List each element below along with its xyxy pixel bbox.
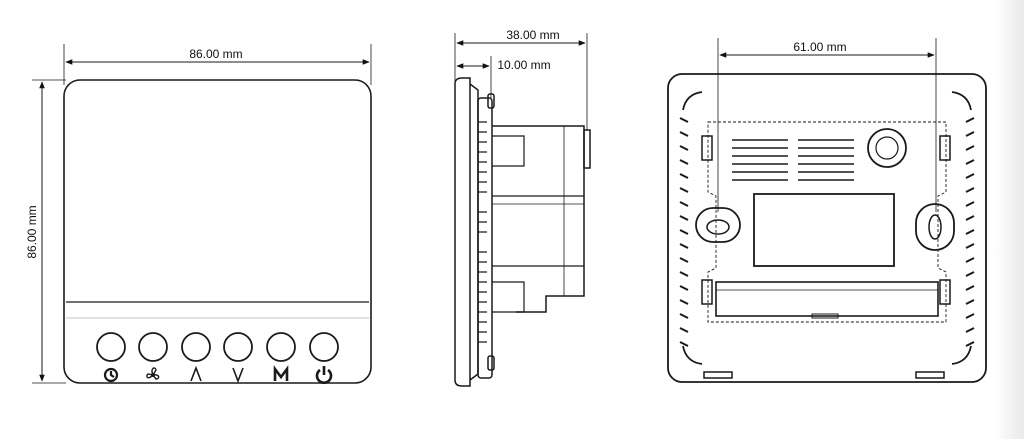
plate-dimension-label: 10.00 mm <box>497 58 550 72</box>
button-fan[interactable] <box>138 332 168 362</box>
sensor-port <box>867 128 907 168</box>
button-power[interactable] <box>309 332 339 362</box>
corner-arc-bl <box>682 345 703 365</box>
fan-icon <box>146 367 160 380</box>
side-front-plate <box>454 77 471 387</box>
mount-hole-right-slot <box>928 214 942 240</box>
clip-lower-right <box>939 279 951 305</box>
back-module-outline <box>707 121 947 323</box>
page-edge-shadow <box>994 0 1024 439</box>
side-terminal-top <box>492 135 525 167</box>
terminal-tab <box>811 313 839 319</box>
clock-icon <box>103 367 119 383</box>
button-down[interactable] <box>223 332 253 362</box>
vent-grille <box>732 139 854 181</box>
mount-hole-left-slot <box>706 219 730 235</box>
side-bezel <box>469 83 479 381</box>
back-housing <box>667 73 987 383</box>
foot-right <box>915 371 945 379</box>
height-dimension-label: 86.00 mm <box>25 205 39 258</box>
width-dimension-label: 86.00 mm <box>189 47 242 61</box>
side-view <box>454 33 591 387</box>
front-housing <box>63 79 372 384</box>
clip-upper-left <box>701 135 713 161</box>
down-arrow-icon <box>232 367 244 384</box>
corner-arc-tr <box>951 91 972 111</box>
side-ribs <box>478 121 487 343</box>
terminal-block <box>715 281 939 317</box>
side-clip-top <box>487 93 495 109</box>
foot-left <box>703 371 733 379</box>
back-label-area <box>753 193 895 267</box>
side-terminal-bottom <box>492 281 525 313</box>
depth-dimension-label: 38.00 mm <box>506 28 559 42</box>
corner-arc-tl <box>682 91 703 111</box>
back-view <box>667 38 987 383</box>
side-rear-tab <box>583 129 591 169</box>
hole-spacing-label: 61.00 mm <box>793 40 846 54</box>
button-mode[interactable] <box>266 332 296 362</box>
sensor-port-inner <box>875 136 899 160</box>
corner-arc-br <box>951 345 972 365</box>
back-ribs-left <box>679 117 689 347</box>
clip-upper-right <box>939 135 951 161</box>
clip-lower-left <box>701 279 713 305</box>
side-clip-bottom <box>487 355 495 371</box>
button-clock[interactable] <box>96 332 126 362</box>
button-row <box>96 332 339 362</box>
mount-hole-left <box>695 207 741 243</box>
front-view <box>32 44 372 384</box>
back-ribs-right <box>965 117 975 347</box>
power-icon <box>315 366 333 384</box>
mount-hole-right <box>915 203 955 251</box>
button-up[interactable] <box>181 332 211 362</box>
side-rear-module <box>492 125 585 313</box>
mode-icon <box>273 365 289 381</box>
side-mount-plate <box>477 97 493 379</box>
up-arrow-icon <box>190 365 202 382</box>
